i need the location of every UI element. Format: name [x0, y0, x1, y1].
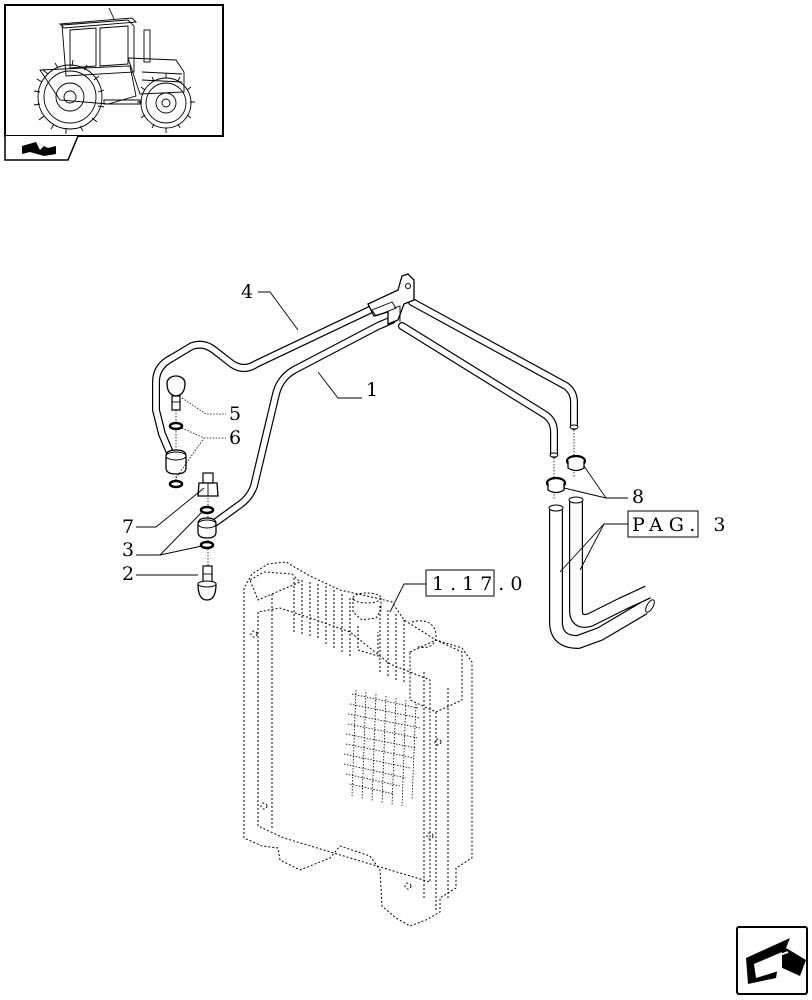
washer-3-upper[interactable]: [199, 505, 215, 515]
callout-1: 1: [366, 379, 378, 401]
callout-3: 3: [122, 539, 134, 561]
callout-8: 8: [632, 486, 644, 508]
banjo-bolt-2[interactable]: [197, 565, 217, 601]
reference-radiator[interactable]: 1.17.0: [425, 569, 528, 597]
callout-7: 7: [122, 516, 134, 538]
banjo-bolt-5[interactable]: [166, 375, 186, 411]
tractor-thumbnail-icon[interactable]: [4, 4, 224, 137]
radiator-core-mesh: [343, 689, 421, 807]
leader-lines: [136, 291, 628, 613]
hose-clamp-8-right[interactable]: [565, 454, 587, 472]
washer-6-lower[interactable]: [168, 479, 184, 489]
pipe-4[interactable]: [152, 298, 579, 466]
washer-3-lower[interactable]: [199, 540, 215, 550]
callout-4: 4: [241, 281, 253, 303]
callout-6: 6: [229, 427, 241, 449]
callout-5: 5: [229, 403, 241, 425]
adapter-7[interactable]: [197, 472, 219, 497]
callout-2: 2: [122, 563, 134, 585]
hose-clamp-8-left[interactable]: [545, 476, 567, 494]
next-page-arrow-icon[interactable]: [736, 926, 808, 995]
coolant-hoses: [548, 496, 655, 649]
pipe-1[interactable]: [212, 316, 559, 526]
section-folder-icon[interactable]: [4, 135, 79, 161]
banjo-fitting-lower: [197, 517, 217, 539]
banjo-fitting-upper: [165, 449, 187, 475]
reference-hose-page-label: PAG. 3: [632, 514, 731, 536]
radiator-phantom: [243, 561, 473, 927]
mounting-bracket: [367, 273, 415, 325]
reference-radiator-label: 1.17.0: [432, 573, 528, 595]
washer-6-upper[interactable]: [168, 421, 184, 431]
reference-hose-page[interactable]: PAG. 3: [627, 510, 731, 538]
